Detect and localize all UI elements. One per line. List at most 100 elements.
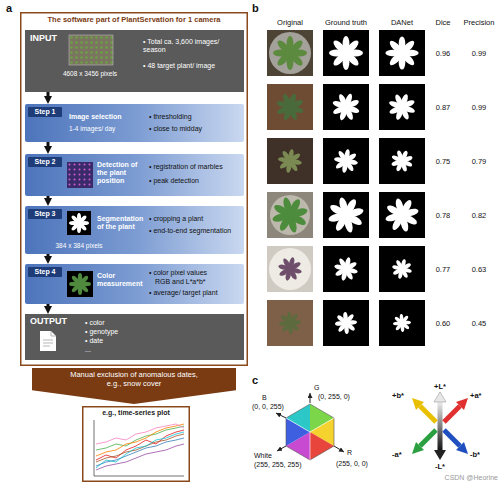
column-header: Precision [459, 18, 499, 27]
ground-truth-mask-part [323, 246, 369, 292]
plant-photo [267, 84, 313, 130]
flow-arrow [47, 304, 50, 310]
ground-truth-mask-part [331, 254, 360, 283]
step-box: Step 4Color measurement• color pixel val… [25, 264, 244, 304]
time-series-plot-part [96, 424, 184, 456]
plant-photo-part [273, 36, 307, 70]
document-icon-part [40, 331, 56, 351]
field-photo-part [69, 35, 113, 65]
rgb-cube [276, 393, 344, 460]
software-frame: The software part of PlantServation for … [20, 12, 248, 366]
flow-arrow [47, 196, 50, 202]
color-plant-image-part [69, 273, 91, 295]
danet-mask-part [379, 246, 425, 292]
color-plant-image-part [67, 271, 93, 297]
bullet-text: ... [85, 346, 185, 354]
lab-color-axes-part [444, 406, 460, 422]
plant-photo-part [275, 254, 304, 283]
step-title: Color measurement [97, 272, 147, 288]
time-series-plot-part [96, 432, 184, 468]
ground-truth-mask [323, 246, 369, 292]
document-icon-part [43, 340, 53, 346]
rgb-cube-part [310, 432, 334, 460]
bullet-text: • date [85, 337, 185, 345]
rgb-cube-part [277, 446, 286, 451]
box-heading: OUTPUT [30, 317, 90, 327]
bullet-text: • cropping a plant [149, 215, 241, 223]
ground-truth-mask-part [321, 190, 370, 239]
danet-mask-part [379, 138, 425, 184]
ground-truth-mask-part [323, 84, 369, 130]
table-cell: 0.75 [428, 157, 458, 166]
segmentation-mask-part [69, 213, 89, 233]
danet-mask-part [379, 192, 425, 238]
time-series-plot-part [96, 424, 184, 444]
lab-color-axes-part [444, 430, 460, 446]
column-header: DANet [374, 18, 430, 27]
image-size: 4608 x 3456 pixels [55, 70, 125, 77]
danet-mask [379, 138, 425, 184]
step-badge: Step 3 [28, 209, 62, 219]
step-title: Image selection [69, 113, 143, 121]
segmentation-mask-part [67, 211, 91, 235]
lab-axis-label: +a* [470, 391, 494, 400]
lab-color-axes-part [438, 401, 443, 451]
plant-photo-part [272, 89, 308, 125]
step-title: Detection of the plant position [97, 161, 147, 185]
rgb-value: (0, 0, 255) [252, 403, 296, 410]
bullet-text: • thresholding [149, 113, 241, 121]
table-cell: 0.45 [459, 319, 499, 328]
lab-axis-label: -L* [428, 462, 452, 471]
lab-color-axes-part [412, 442, 424, 454]
marble-detection-image [67, 162, 93, 188]
time-series-plot-part [96, 430, 184, 460]
plant-photo-part [270, 195, 310, 235]
column-header: Original [262, 18, 318, 27]
segmentation-mask [67, 211, 91, 235]
axis-label: G [314, 384, 324, 391]
flow-arrow [47, 142, 50, 150]
plant-photo-part [275, 308, 306, 339]
table-cell: 0.78 [428, 211, 458, 220]
field-photo [69, 35, 113, 65]
flow-arrow [47, 92, 50, 100]
table-cell: 0.87 [428, 103, 458, 112]
danet-mask-part [387, 146, 416, 175]
ground-truth-mask-part [328, 89, 364, 125]
lab-color-axes-part [420, 406, 436, 422]
table-cell: 0.79 [459, 157, 499, 166]
rgb-cube-part [286, 432, 310, 460]
danet-mask-part [389, 310, 414, 335]
plant-photo [267, 138, 313, 184]
time-series-plot-part [96, 444, 184, 470]
bullet-text: • registration of marbles [149, 163, 241, 171]
lab-color-axes-part [420, 430, 436, 446]
danet-mask [379, 30, 425, 76]
input-box: INPUT4608 x 3456 pixels• Total ca. 3,600… [25, 30, 244, 92]
rgb-value: (255, 255, 255) [254, 461, 310, 468]
plot-title: e.g., time-series plot [82, 409, 190, 417]
bullet-text: • genotype [85, 328, 185, 336]
ground-truth-mask-part [332, 147, 360, 175]
rgb-cube-part [310, 404, 334, 432]
lab-axis-label: +L* [428, 382, 452, 391]
danet-mask-part [379, 192, 425, 238]
bullet-text: • average/ target plant [149, 289, 241, 297]
ground-truth-mask-part [323, 192, 369, 238]
bullet-text: • close to midday [149, 125, 241, 133]
table-cell: 0.99 [459, 49, 499, 58]
danet-mask [379, 246, 425, 292]
danet-mask [379, 192, 425, 238]
lab-axis-label: -a* [392, 450, 412, 459]
ground-truth-mask [321, 190, 370, 239]
ground-truth-mask [323, 84, 369, 130]
bullet-text: • color [85, 319, 185, 327]
column-header: Ground truth [318, 18, 374, 27]
plant-photo-part [267, 246, 313, 292]
table-cell: 0.63 [459, 265, 499, 274]
axis-label: R [347, 449, 357, 456]
danet-mask [379, 300, 425, 346]
document-icon-part [51, 331, 56, 336]
plant-photo-part [267, 84, 313, 130]
danet-mask-part [390, 257, 414, 281]
